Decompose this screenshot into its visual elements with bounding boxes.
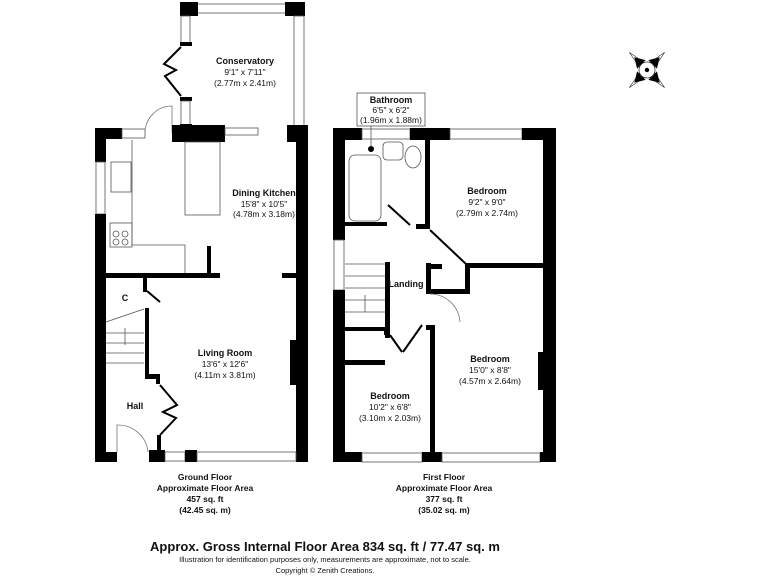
floor-area-sqft: 377 sq. ft bbox=[426, 494, 463, 504]
room-size-metric: (2.77m x 2.41m) bbox=[214, 78, 276, 88]
room-size-imperial: 10'2" x 6'8" bbox=[369, 402, 411, 412]
room-size-imperial: 15'8" x 10'5" bbox=[241, 199, 288, 209]
room-name-bedroom: Bedroom bbox=[370, 391, 410, 401]
compass-w: W bbox=[633, 57, 641, 65]
room-name-landing: Landing bbox=[389, 279, 424, 289]
ground-floor-walls bbox=[95, 105, 308, 462]
hob-icon bbox=[109, 222, 133, 248]
bathroom-label-box: Bathroom 6'5" x 6'2" (1.96m x 1.88m) bbox=[356, 92, 426, 146]
room-size-metric: (3.10m x 2.03m) bbox=[359, 413, 421, 423]
first-floor-walls bbox=[333, 128, 556, 463]
floor-title: First Floor bbox=[423, 472, 466, 482]
compass-s: S bbox=[633, 77, 640, 84]
bath-icon bbox=[348, 154, 382, 222]
room-name-conservatory: Conservatory bbox=[216, 56, 274, 66]
gross-floor-area: Approx. Gross Internal Floor Area 834 sq… bbox=[150, 539, 500, 554]
basin-icon bbox=[382, 141, 404, 161]
floor-area-sqm: (35.02 sq. m) bbox=[418, 505, 470, 515]
floor-subtitle: Approximate Floor Area bbox=[396, 483, 493, 493]
kitchen-fittings bbox=[109, 140, 221, 273]
room-name-dining-kitchen: Dining Kitchen bbox=[232, 188, 296, 198]
conservatory-walls bbox=[162, 2, 305, 130]
room-name-hall: Hall bbox=[127, 401, 144, 411]
compass-n: N bbox=[652, 58, 659, 65]
room-size-imperial: 9'2" x 9'0" bbox=[468, 197, 505, 207]
room-size-metric: (4.57m x 2.64m) bbox=[459, 376, 521, 386]
room-name-living-room: Living Room bbox=[198, 348, 253, 358]
compass-e: E bbox=[652, 76, 659, 83]
floor-subtitle: Approximate Floor Area bbox=[157, 483, 254, 493]
room-size-imperial: 13'6" x 12'6" bbox=[202, 359, 249, 369]
ground-floor-plan: Conservatory 9'1" x 7'11" (2.77m x 2.41m… bbox=[95, 2, 308, 515]
room-name-cupboard: C bbox=[122, 293, 129, 303]
room-size-metric: (4.11m x 3.81m) bbox=[194, 370, 255, 380]
room-name-bathroom: Bathroom bbox=[370, 95, 413, 105]
compass-rose-icon: N E S W bbox=[629, 52, 665, 88]
ground-stairs bbox=[105, 308, 145, 364]
room-size-imperial: 9'1" x 7'11" bbox=[224, 67, 265, 77]
first-floor-plan: Bathroom 6'5" x 6'2" (1.96m x 1.88m) Bed… bbox=[333, 92, 556, 515]
sink-icon bbox=[110, 161, 132, 193]
first-stairs bbox=[345, 263, 385, 313]
room-size-metric: (2.79m x 2.74m) bbox=[456, 208, 518, 218]
room-size-metric: (1.96m x 1.88m) bbox=[360, 115, 422, 125]
bathroom-fittings bbox=[348, 141, 422, 222]
toilet-icon bbox=[404, 145, 422, 169]
room-name-bedroom: Bedroom bbox=[470, 354, 510, 364]
floor-area-sqm: (42.45 sq. m) bbox=[179, 505, 231, 515]
disclaimer: Illustration for identification purposes… bbox=[179, 555, 471, 564]
room-name-bedroom: Bedroom bbox=[467, 186, 507, 196]
floor-area-sqft: 457 sq. ft bbox=[187, 494, 224, 504]
room-size-imperial: 15'0" x 8'8" bbox=[469, 365, 511, 375]
floor-title: Ground Floor bbox=[178, 472, 233, 482]
room-size-metric: (4.78m x 3.18m) bbox=[233, 209, 295, 219]
room-size-imperial: 6'5" x 6'2" bbox=[372, 105, 409, 115]
copyright: Copyright © Zenith Creations. bbox=[276, 566, 375, 575]
